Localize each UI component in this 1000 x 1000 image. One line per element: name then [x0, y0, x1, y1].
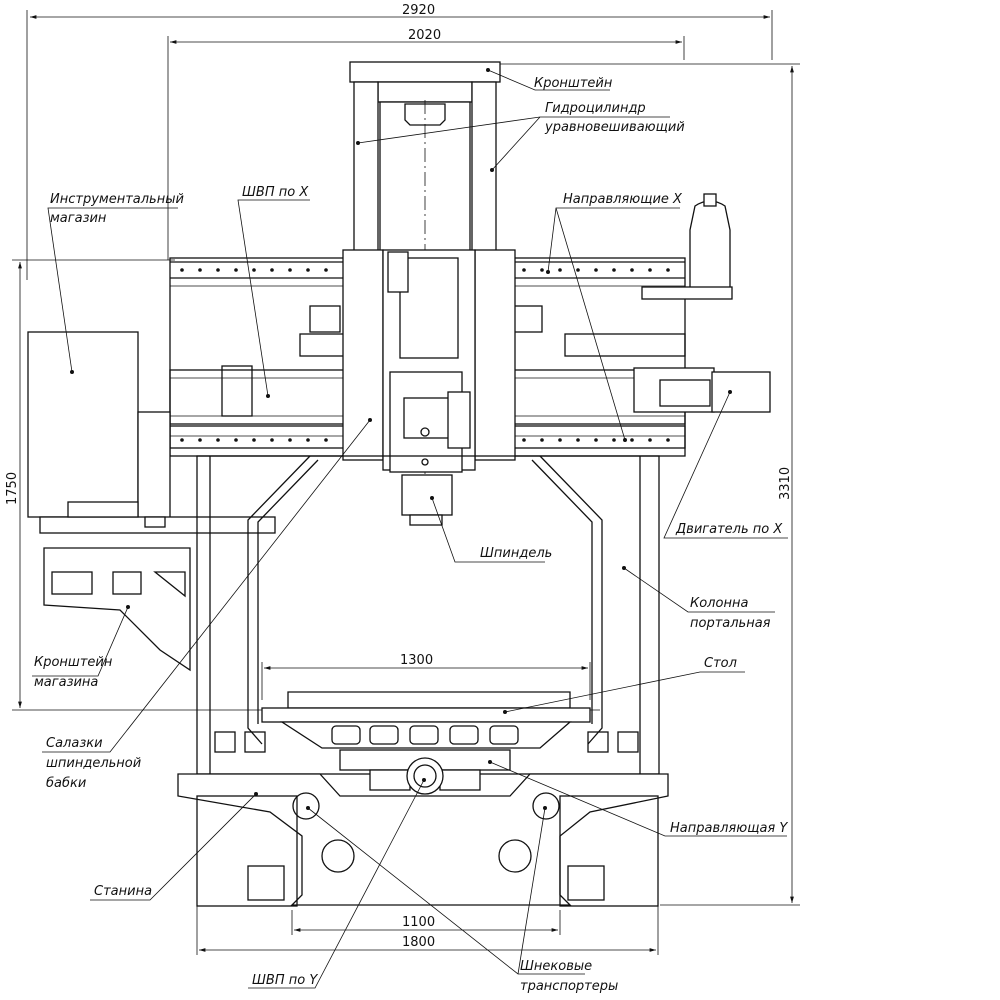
dimension-2020 — [167, 36, 685, 260]
rail-bolt — [630, 268, 634, 272]
label-spindle: Шпиндель — [480, 546, 552, 561]
rail-bolt — [180, 438, 184, 442]
rail-bolt — [648, 438, 652, 442]
rail-bolt — [234, 438, 238, 442]
rail-bolt — [612, 438, 616, 442]
rail-bolt — [288, 438, 292, 442]
rail-bolt — [234, 268, 238, 272]
rail-bolt — [540, 268, 544, 272]
label-bed: Станина — [94, 884, 152, 899]
rail-bolt — [522, 268, 526, 272]
dim-1100-text: 1100 — [402, 915, 435, 930]
label-motor-x: Двигатель по X — [675, 522, 783, 537]
rail-bolt — [252, 438, 256, 442]
rail-bolt — [666, 438, 670, 442]
label-hydro-2: уравновешивающий — [544, 120, 685, 135]
label-mag-bracket-1: Кронштейн — [34, 655, 113, 670]
rail-bolt — [324, 438, 328, 442]
dim-1800-text: 1800 — [402, 935, 435, 950]
label-guides-x: Направляющие X — [563, 192, 683, 207]
rail-bolt — [198, 438, 202, 442]
dim-1300-text: 1300 — [400, 653, 433, 668]
rail-bolt — [540, 438, 544, 442]
rail-bolt — [648, 268, 652, 272]
label-conveyors-1: Шнековые — [520, 959, 592, 974]
dimension-3310 — [480, 63, 800, 906]
label-tool-magazine-2: магазин — [50, 211, 107, 226]
y-carriage — [214, 731, 639, 795]
dimension-1100 — [291, 910, 561, 935]
spindle-slide — [342, 249, 516, 526]
motor-x — [633, 193, 771, 413]
label-ballscrew-x: ШВП по X — [242, 185, 309, 200]
rail-bolt — [666, 268, 670, 272]
rail-bolt — [630, 438, 634, 442]
rail-bolt — [576, 438, 580, 442]
dimension-2920 — [26, 10, 773, 280]
top-bracket — [349, 61, 501, 520]
rail-bolt — [558, 438, 562, 442]
dimension-1300 — [261, 662, 591, 700]
tool-magazine — [27, 331, 276, 672]
label-slide-2: шпиндельной — [46, 756, 141, 771]
rail-bolt — [288, 268, 292, 272]
rail-bolt — [522, 438, 526, 442]
leader-lines — [32, 68, 788, 989]
rail-bolt — [594, 268, 598, 272]
label-conveyors-2: транспортеры — [520, 979, 618, 994]
label-slide-1: Салазки — [46, 736, 103, 751]
rail-bolt — [306, 268, 310, 272]
label-slide-3: бабки — [46, 776, 86, 791]
rail-bolt — [198, 268, 202, 272]
dim-2920-text: 2920 — [402, 3, 435, 18]
rail-bolt — [558, 268, 562, 272]
rail-bolt — [252, 268, 256, 272]
label-tool-magazine-1: Инструментальный — [50, 192, 184, 207]
rail-bolt — [612, 268, 616, 272]
label-hydro-1: Гидроцилиндр — [545, 101, 646, 116]
rail-bolt — [576, 268, 580, 272]
label-ballscrew-y: ШВП по Y — [252, 973, 318, 988]
label-column-1: Колонна — [690, 596, 748, 611]
dimension-1800 — [196, 905, 659, 955]
rail-bolt — [216, 438, 220, 442]
rail-bolt — [180, 268, 184, 272]
label-mag-bracket-2: магазина — [34, 675, 98, 690]
rail-bolt — [324, 268, 328, 272]
label-bracket: Кронштейн — [534, 76, 613, 91]
rail-bolt — [270, 268, 274, 272]
rail-bolt — [306, 438, 310, 442]
rail-bolt — [270, 438, 274, 442]
label-table: Стол — [704, 656, 737, 671]
label-column-2: портальная — [690, 616, 771, 631]
dim-1750-text: 1750 — [5, 472, 20, 505]
rail-bolt — [594, 438, 598, 442]
rail-bolt — [216, 268, 220, 272]
label-guide-y: Направляющая Y — [670, 821, 788, 836]
dim-3310-text: 3310 — [778, 467, 793, 500]
work-table — [261, 691, 591, 749]
dim-2020-text: 2020 — [408, 28, 441, 43]
